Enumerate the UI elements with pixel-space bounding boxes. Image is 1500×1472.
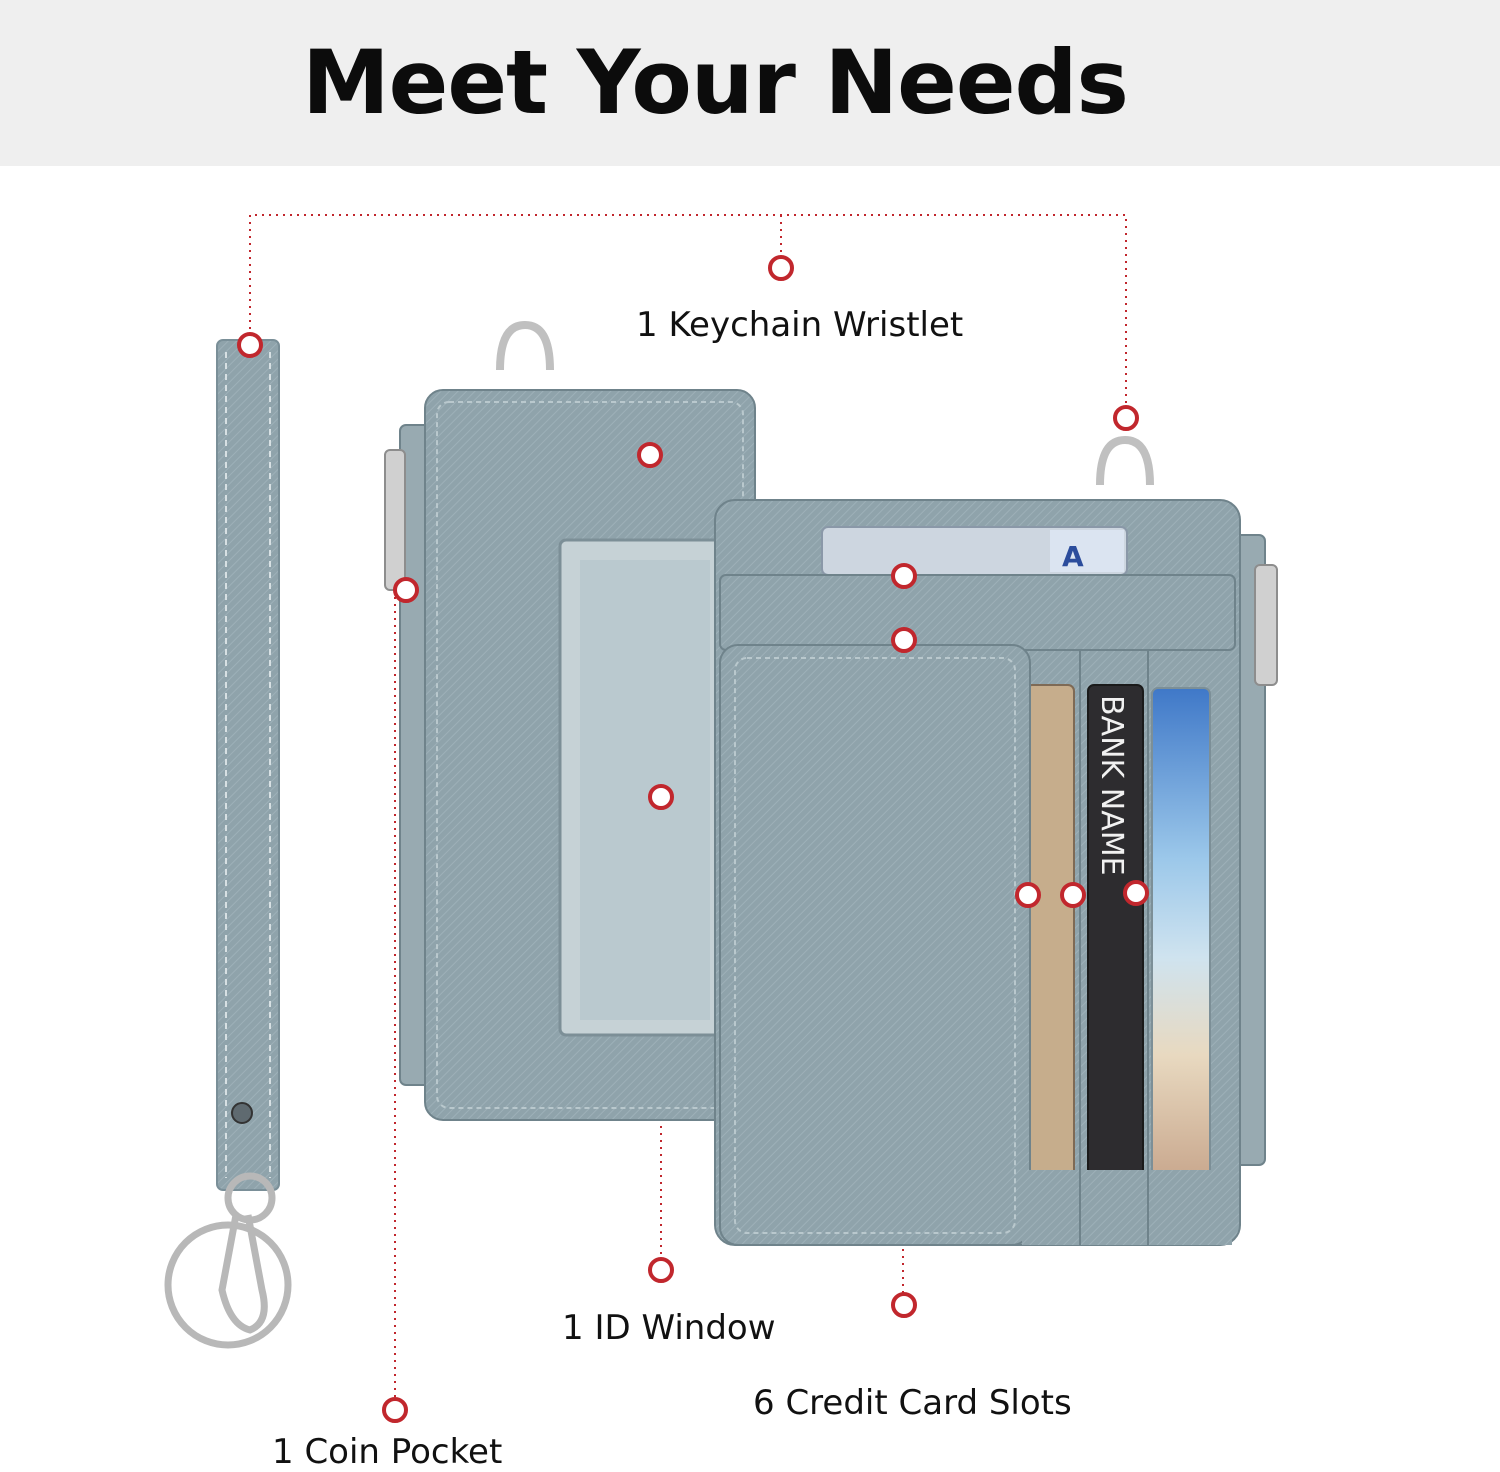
back-wallet-body (384, 389, 756, 1121)
id-window-label: 1 ID Window (562, 1308, 776, 1348)
wristlet-strap (216, 339, 280, 1191)
callout-markers (237, 255, 1149, 1423)
bank-name-card-text: BANK NAME (1094, 695, 1129, 876)
credit-card-slots-label: 6 Credit Card Slots (753, 1383, 1072, 1423)
coin-pocket-label: 1 Coin Pocket (272, 1432, 503, 1472)
svg-text:A: A (1062, 540, 1084, 573)
d-ring-hardware (496, 320, 1154, 486)
header-band (0, 0, 1500, 166)
keychain-wristlet-label: 1 Keychain Wristlet (636, 305, 964, 345)
card-slot-pockets (719, 574, 1236, 1246)
page-title: Meet Your Needs (302, 31, 1129, 134)
key-ring-hardware (164, 1172, 292, 1349)
